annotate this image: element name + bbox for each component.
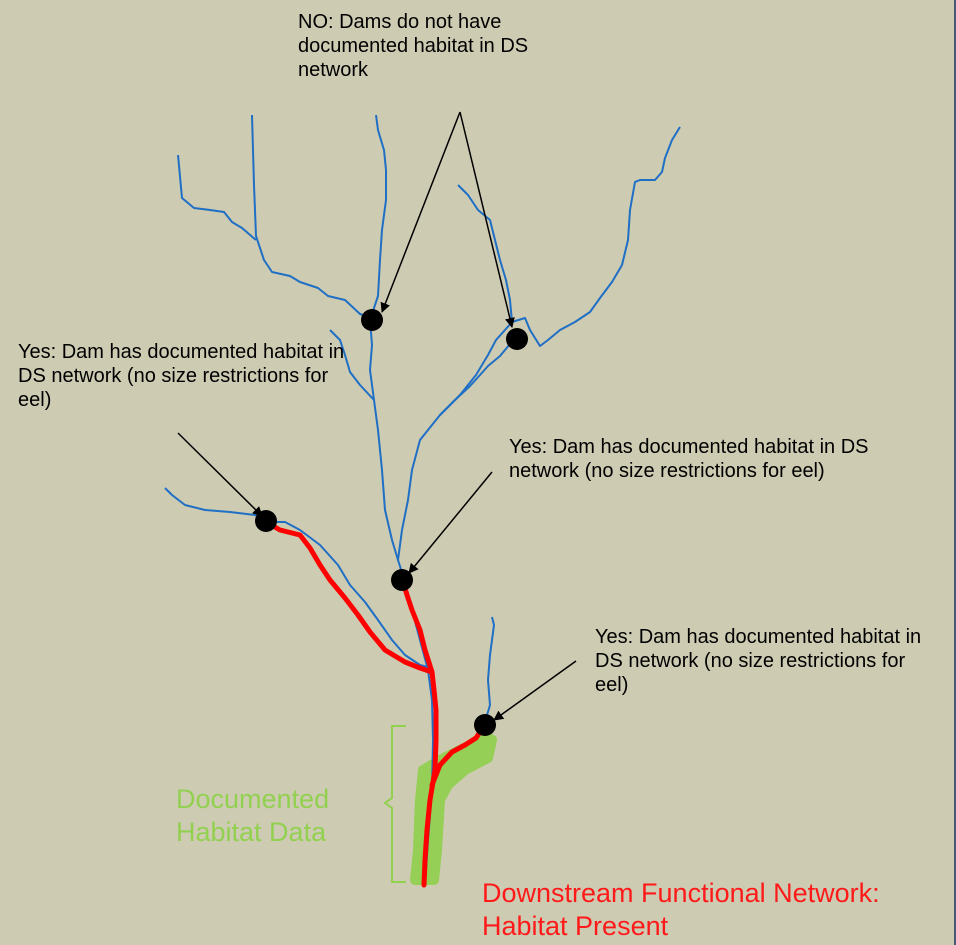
dam-left bbox=[255, 510, 277, 532]
dam-middle bbox=[391, 569, 413, 591]
no-dams-label: NO: Dams do not have documented habitat … bbox=[298, 11, 529, 81]
main-stem bbox=[369, 114, 434, 886]
far-right-tributary bbox=[484, 616, 495, 723]
functional-right-branch bbox=[429, 723, 487, 788]
arrow-to-dam-middle bbox=[408, 471, 493, 574]
habitat-bracket bbox=[383, 725, 406, 883]
downstream-functional-network bbox=[263, 519, 487, 888]
far-left-tributary bbox=[177, 154, 257, 241]
right-branch bbox=[397, 184, 513, 561]
arrow-to-dam-right bbox=[493, 660, 577, 721]
functional-main-stem bbox=[400, 579, 439, 888]
yes-dam-right-label: Yes: Dam has documented habitat in DS ne… bbox=[595, 626, 922, 696]
left-lower-tributary bbox=[164, 487, 433, 669]
stream-network bbox=[164, 114, 681, 886]
documented-habitat-label: Documented Habitat Data bbox=[176, 784, 330, 847]
functional-left-branch bbox=[263, 519, 435, 675]
right-upper-tributary bbox=[511, 126, 681, 347]
yes-dam-middle-label: Yes: Dam has documented habitat in DS ne… bbox=[509, 436, 869, 482]
slide-edge bbox=[954, 0, 956, 945]
right-branch-lower-link bbox=[439, 337, 516, 416]
annotation-arrows bbox=[177, 111, 577, 721]
dam-right bbox=[474, 714, 496, 736]
arrow-to-dam-left bbox=[177, 432, 263, 517]
dams bbox=[255, 309, 528, 736]
downstream-network-label: Downstream Functional Network: Habitat P… bbox=[482, 878, 880, 941]
arrow-to-dam-b bbox=[459, 111, 515, 328]
dam-upper-left bbox=[361, 309, 383, 331]
yes-dam-left-label: Yes: Dam has documented habitat in DS ne… bbox=[18, 341, 345, 411]
left-tributary-upper bbox=[251, 114, 373, 319]
left-main-branch bbox=[329, 329, 375, 401]
arrow-to-dam-a bbox=[380, 111, 461, 313]
dam-upper-right bbox=[506, 328, 528, 350]
